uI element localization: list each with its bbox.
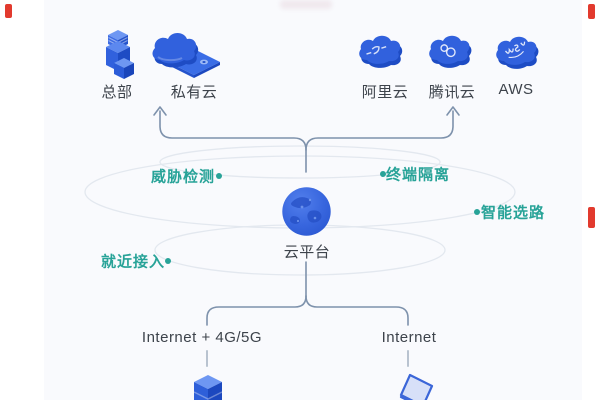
arrow-up-left-icon (153, 106, 167, 116)
cloud-platform-globe-icon (282, 187, 331, 236)
capability-smart-routing: 智能选路 (480, 204, 546, 222)
internet-4g5g-label: Internet + 4G/5G (141, 329, 263, 346)
private-cloud-icon (152, 33, 220, 78)
capability-terminal-isolation: 终端隔离 (385, 166, 451, 184)
internet-label: Internet (381, 329, 437, 346)
private-cloud-label: 私有云 (170, 84, 218, 101)
tencent-cloud-label: 腾讯云 (428, 84, 476, 101)
arrow-up-right-icon (446, 106, 460, 116)
capability-threat-detection: 威胁检测 (150, 168, 216, 186)
headquarters-building-icon (106, 30, 134, 79)
cloud-platform-label: 云平台 (283, 244, 331, 261)
red-accent-top-right (588, 4, 595, 19)
capability-dot (165, 258, 171, 264)
aws-cloud-icon (496, 36, 539, 69)
tencent-cloud-icon (429, 35, 472, 68)
orbit-ring-top (159, 145, 441, 179)
capability-nearby-access: 就近接入 (100, 253, 166, 271)
headquarters-label: 总部 (101, 84, 133, 101)
aws-label: AWS (498, 81, 534, 98)
red-accent-top-left (5, 4, 12, 18)
branch-server-icon (193, 375, 223, 400)
bottom-brace-connector (206, 261, 409, 326)
capability-dot (380, 171, 386, 177)
red-accent-right-middle (588, 207, 595, 228)
alibaba-cloud-label: 阿里云 (361, 84, 409, 101)
terminal-laptop-icon (399, 373, 434, 400)
top-brace-connector (153, 106, 460, 173)
top-center-smudge (280, 0, 332, 9)
capability-dot (474, 209, 480, 215)
alibaba-cloud-icon (359, 35, 403, 68)
capability-dot (216, 173, 222, 179)
